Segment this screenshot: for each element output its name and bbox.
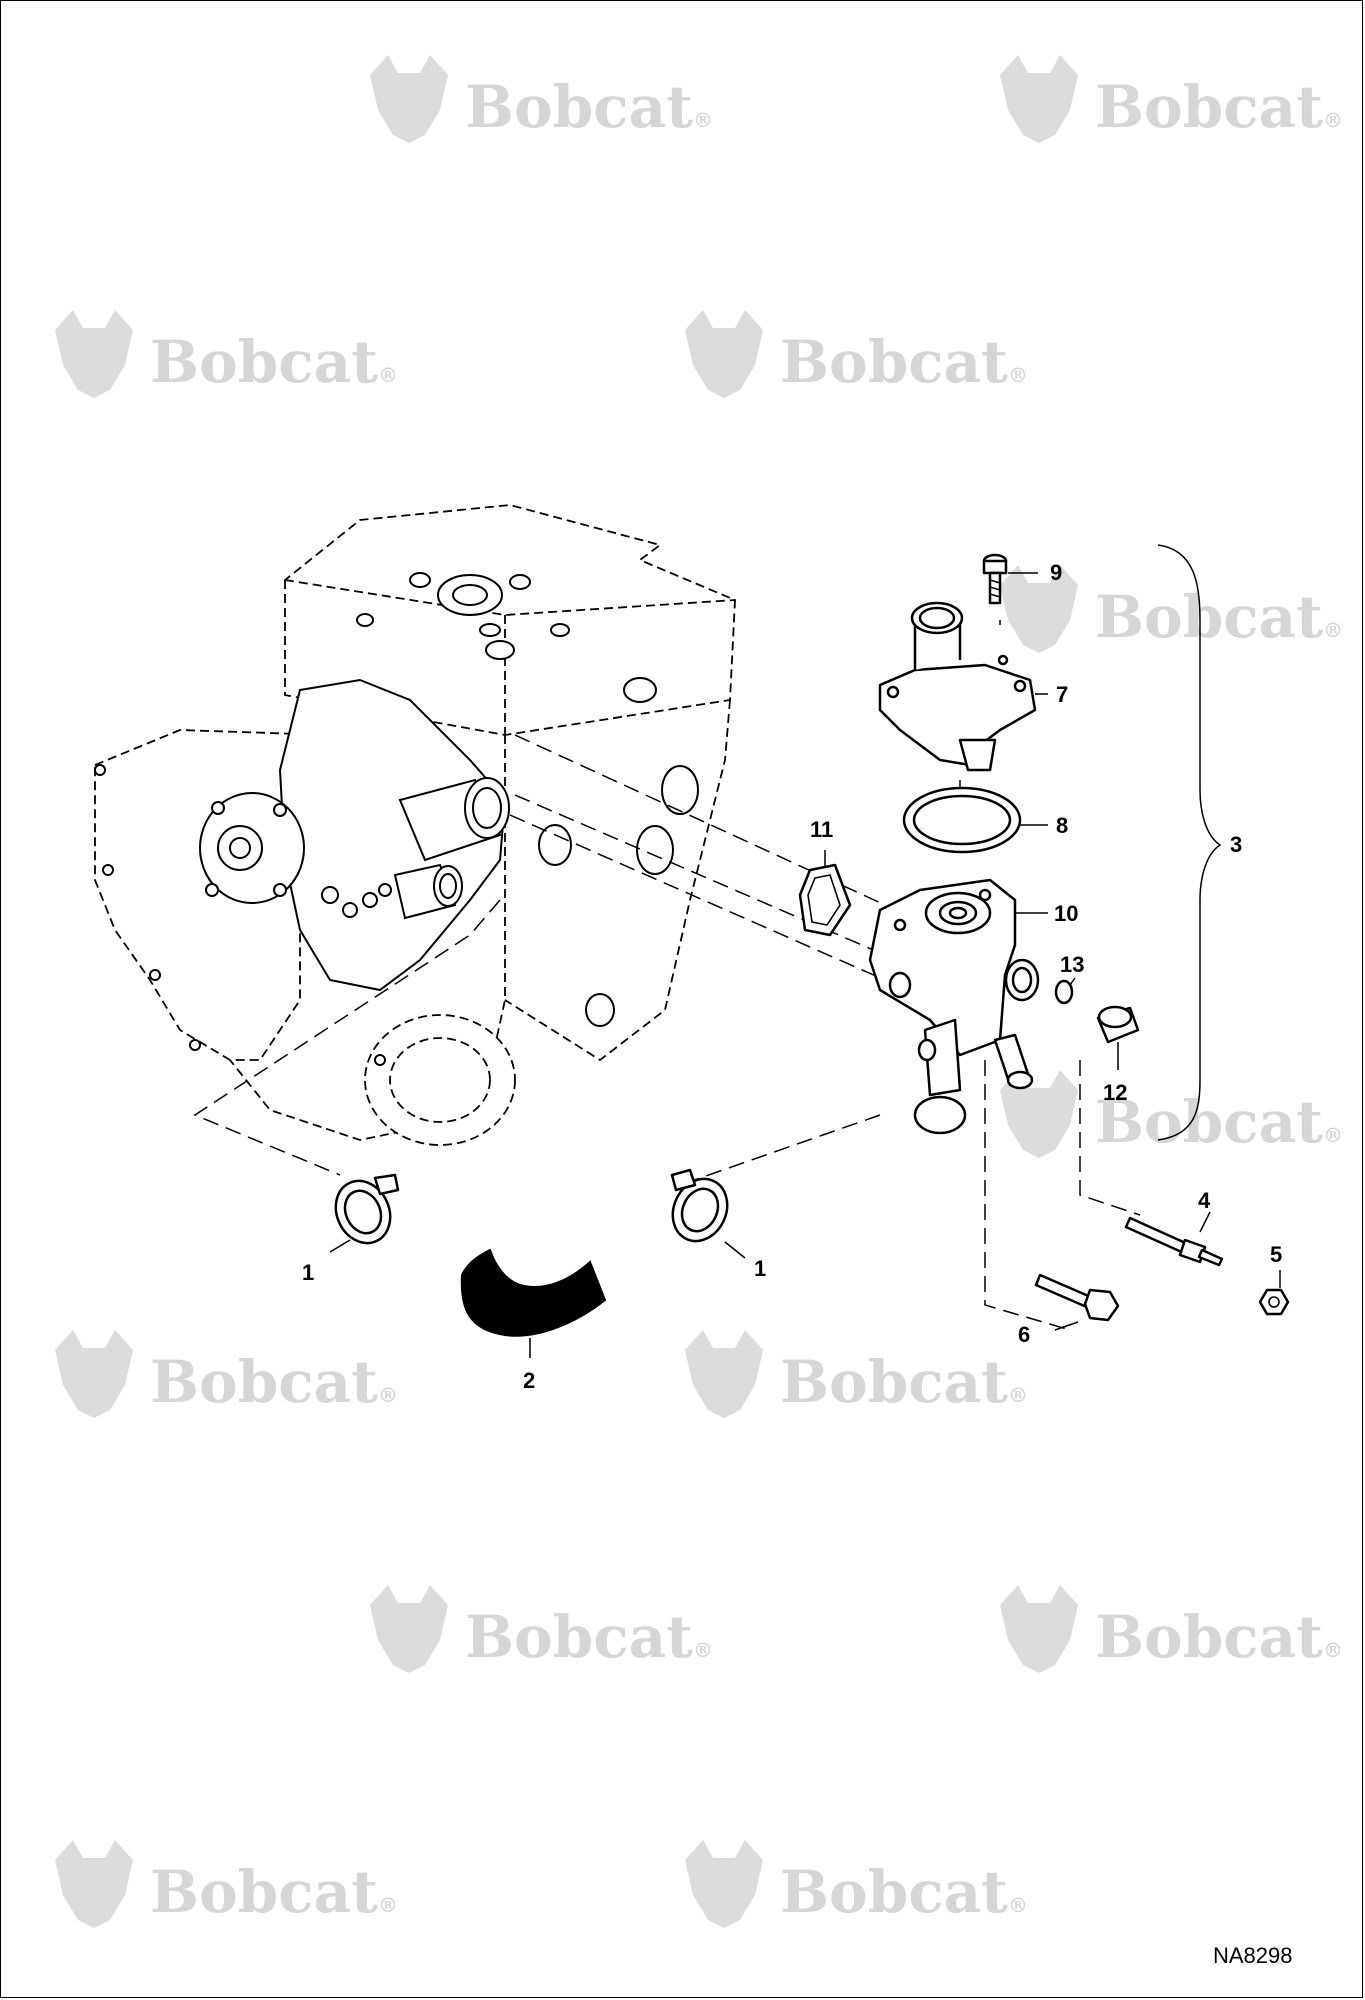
- svg-text:Bobcat®: Bobcat®: [780, 328, 1028, 396]
- watermark-brand: Bobcat: [465, 73, 693, 141]
- watermark-8: Bobcat®: [685, 1330, 1028, 1418]
- callout-2: 2: [523, 1368, 535, 1393]
- watermark-registered: ®: [1008, 1893, 1028, 1917]
- svg-text:Bobcat®: Bobcat®: [150, 1348, 398, 1416]
- part-7-thermostat-cover: [878, 601, 1037, 772]
- watermark-registered: ®: [1008, 1383, 1028, 1407]
- engine-block: [94, 504, 736, 1146]
- leader-lines: [329, 544, 1281, 1358]
- bobcat-head-logo-icon: [1000, 55, 1078, 143]
- watermark-brand: Bobcat: [780, 328, 1008, 396]
- watermark-registered: ®: [1323, 1123, 1343, 1147]
- callout-6: 6: [1018, 1322, 1030, 1347]
- part-1-clamp-left: [334, 1173, 400, 1245]
- bobcat-head-logo-icon: [1000, 1070, 1078, 1158]
- watermark-registered: ®: [693, 1638, 713, 1662]
- svg-text:Bobcat®: Bobcat®: [1095, 583, 1343, 651]
- watermark-brand: Bobcat: [780, 1858, 1008, 1926]
- watermark-1: Bobcat®: [370, 55, 713, 143]
- watermark-brand: Bobcat: [1095, 1088, 1323, 1156]
- watermark-registered: ®: [1323, 1638, 1343, 1662]
- watermark-registered: ®: [1008, 363, 1028, 387]
- bobcat-head-logo-icon: [370, 55, 448, 143]
- callout-8: 8: [1056, 813, 1068, 838]
- part-11-gasket: [798, 863, 852, 937]
- svg-text:Bobcat®: Bobcat®: [150, 1858, 398, 1926]
- part-8-gasket: [902, 786, 1022, 854]
- watermark-brand: Bobcat: [1095, 73, 1323, 141]
- part-5-nut: [1258, 1288, 1290, 1316]
- bobcat-head-logo-icon: [685, 1330, 763, 1418]
- callout-11: 11: [810, 817, 833, 842]
- watermark-5: Bobcat®: [1000, 565, 1343, 653]
- callout-5: 5: [1270, 1242, 1282, 1267]
- callout-1-right: 1: [754, 1256, 766, 1281]
- part-12-plug: [1096, 1005, 1140, 1044]
- watermark-brand: Bobcat: [465, 1603, 693, 1671]
- watermark-7: Bobcat®: [55, 1330, 398, 1418]
- part-2-elbow-hose: [460, 1248, 607, 1337]
- watermark-9: Bobcat®: [370, 1585, 713, 1673]
- bobcat-head-logo-icon: [55, 1330, 133, 1418]
- watermark-12: Bobcat®: [685, 1840, 1028, 1928]
- watermark-brand: Bobcat: [1095, 1603, 1323, 1671]
- part-1-clamp-right: [670, 1168, 729, 1243]
- svg-text:Bobcat®: Bobcat®: [1095, 73, 1343, 141]
- callout-3: 3: [1230, 832, 1242, 857]
- callout-12: 12: [1103, 1080, 1127, 1105]
- watermark-registered: ®: [1323, 108, 1343, 132]
- svg-text:Bobcat®: Bobcat®: [1095, 1603, 1343, 1671]
- callout-1-left: 1: [302, 1260, 314, 1285]
- watermark-3: Bobcat®: [55, 310, 398, 398]
- callout-10: 10: [1054, 901, 1078, 926]
- bobcat-head-logo-icon: [1000, 1585, 1078, 1673]
- watermark-2: Bobcat®: [1000, 55, 1343, 143]
- part-13-o-ring: [1054, 979, 1074, 1005]
- bobcat-head-logo-icon: [1000, 565, 1078, 653]
- bobcat-head-logo-icon: [370, 1585, 448, 1673]
- part-4-stud: [1124, 1216, 1224, 1267]
- part-6-bolt: [1034, 1273, 1120, 1322]
- callout-7: 7: [1056, 682, 1068, 707]
- watermark-brand: Bobcat: [150, 1858, 378, 1926]
- watermark-4: Bobcat®: [685, 310, 1028, 398]
- bobcat-head-logo-icon: [685, 310, 763, 398]
- watermark-brand: Bobcat: [780, 1348, 1008, 1416]
- watermark-registered: ®: [378, 1893, 398, 1917]
- watermark-brand: Bobcat: [150, 1348, 378, 1416]
- callout-4: 4: [1198, 1188, 1211, 1213]
- part-10-thermostat-housing: [868, 878, 1040, 1135]
- svg-text:Bobcat®: Bobcat®: [150, 328, 398, 396]
- watermark-brand: Bobcat: [1095, 583, 1323, 651]
- watermark-6: Bobcat®: [1000, 1070, 1343, 1158]
- watermark-registered: ®: [693, 108, 713, 132]
- drawing-number: NA8298: [1213, 1943, 1293, 1968]
- bobcat-head-logo-icon: [55, 1840, 133, 1928]
- watermark-layer: Bobcat® Bobcat® Bobcat® Bobcat® Bobcat® …: [55, 55, 1343, 1928]
- watermark-brand: Bobcat: [150, 328, 378, 396]
- callout-labels: 9 7 8 11 10 3 13 12 4 5 6 1 1 2: [302, 560, 1282, 1393]
- callout-13: 13: [1060, 952, 1084, 977]
- watermark-10: Bobcat®: [1000, 1585, 1343, 1673]
- svg-text:Bobcat®: Bobcat®: [1095, 1088, 1343, 1156]
- svg-text:Bobcat®: Bobcat®: [780, 1348, 1028, 1416]
- watermark-registered: ®: [378, 1383, 398, 1407]
- bobcat-head-logo-icon: [685, 1840, 763, 1928]
- bobcat-head-logo-icon: [55, 310, 133, 398]
- svg-text:Bobcat®: Bobcat®: [465, 73, 713, 141]
- watermark-registered: ®: [1323, 618, 1343, 642]
- part-9-bolt: [982, 553, 1008, 605]
- watermark-registered: ®: [378, 363, 398, 387]
- callout-9: 9: [1050, 560, 1062, 585]
- watermark-11: Bobcat®: [55, 1840, 398, 1928]
- svg-text:Bobcat®: Bobcat®: [465, 1603, 713, 1671]
- svg-text:Bobcat®: Bobcat®: [780, 1858, 1028, 1926]
